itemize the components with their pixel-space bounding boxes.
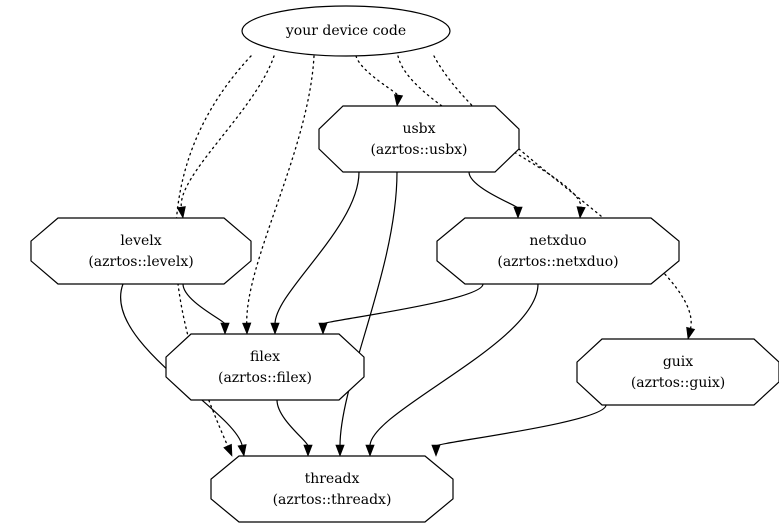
node-threadx-shape xyxy=(210,455,454,523)
node-filex-label-namespace: (azrtos::filex) xyxy=(218,370,312,386)
node-usbx-label-namespace: (azrtos::usbx) xyxy=(370,142,467,158)
edge-filex-to-threadx xyxy=(276,399,309,447)
arrowhead-guix-to-threadx xyxy=(431,444,441,457)
arrowhead-netxduo-to-threadx xyxy=(365,444,375,457)
edge-usbx-to-filex xyxy=(274,171,360,325)
arrowhead-filex-to-threadx xyxy=(303,444,313,457)
node-usbx-shape xyxy=(318,105,520,173)
edge-levelx-to-filex xyxy=(182,283,226,325)
node-levelx-shape xyxy=(30,217,252,285)
node-levelx-label-namespace: (azrtos::levelx) xyxy=(88,254,193,270)
edge-usbx-to-netxduo xyxy=(468,171,519,209)
node-guix[interactable]: guix(azrtos::guix) xyxy=(576,338,779,406)
arrowhead-device-to-threadx xyxy=(223,443,233,457)
arrowhead-usbx-to-threadx xyxy=(335,444,345,457)
node-usbx-label-primary: usbx xyxy=(402,121,435,137)
edge-guix-to-threadx xyxy=(435,404,607,447)
node-usbx[interactable]: usbx(azrtos::usbx) xyxy=(318,105,520,173)
edge-device-to-guix xyxy=(433,55,692,330)
node-threadx[interactable]: threadx(azrtos::threadx) xyxy=(210,455,454,523)
node-filex-shape xyxy=(165,333,365,401)
node-device-shape xyxy=(241,5,451,57)
node-netxduo-shape xyxy=(436,217,680,285)
edge-device-to-filex xyxy=(246,55,315,325)
node-levelx[interactable]: levelx(azrtos::levelx) xyxy=(30,217,252,285)
edge-device-to-usbx xyxy=(355,55,400,97)
arrowhead-device-to-filex xyxy=(242,322,252,335)
node-threadx-label-namespace: (azrtos::threadx) xyxy=(273,492,392,508)
arrowhead-device-to-guix xyxy=(686,326,696,340)
arrowhead-levelx-to-threadx xyxy=(237,444,247,457)
node-guix-label-namespace: (azrtos::guix) xyxy=(631,375,725,391)
node-device-label-primary: your device code xyxy=(285,23,406,39)
edge-usbx-to-threadx xyxy=(339,171,398,447)
edge-device-to-levelx xyxy=(180,55,275,209)
node-guix-shape xyxy=(576,338,779,406)
arrowhead-device-to-netxduo xyxy=(576,206,586,219)
arrowhead-usbx-to-netxduo xyxy=(513,206,523,219)
nodes-layer: your device codeusbx(azrtos::usbx)levelx… xyxy=(30,5,779,523)
edge-netxduo-to-threadx xyxy=(369,283,539,447)
node-netxduo-label-namespace: (azrtos::netxduo) xyxy=(497,254,618,270)
arrowhead-usbx-to-filex xyxy=(270,322,280,335)
node-levelx-label-primary: levelx xyxy=(120,233,161,249)
node-netxduo-label-primary: netxduo xyxy=(529,233,586,249)
node-filex[interactable]: filex(azrtos::filex) xyxy=(165,333,365,401)
arrowhead-device-to-levelx xyxy=(176,206,186,219)
node-netxduo[interactable]: netxduo(azrtos::netxduo) xyxy=(436,217,680,285)
node-device[interactable]: your device code xyxy=(241,5,451,57)
arrowhead-device-to-usbx xyxy=(393,94,404,107)
arrowhead-levelx-to-filex xyxy=(220,322,230,335)
arrowhead-netxduo-to-filex xyxy=(318,322,328,335)
node-guix-label-primary: guix xyxy=(663,354,693,370)
node-threadx-label-primary: threadx xyxy=(305,471,360,487)
edge-netxduo-to-filex xyxy=(322,283,484,325)
node-filex-label-primary: filex xyxy=(250,349,280,365)
